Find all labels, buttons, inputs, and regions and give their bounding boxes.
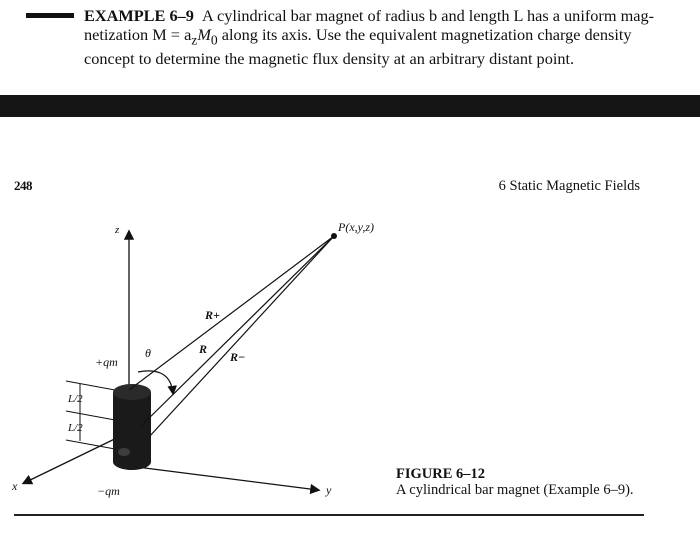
- example-line-1: A cylindrical bar magnet of radius b and…: [202, 6, 655, 25]
- example-label: EXAMPLE 6–9: [84, 6, 194, 25]
- point-p: [331, 233, 337, 239]
- caption-label: FIGURE 6–12: [396, 466, 486, 482]
- z-axis-label: z: [114, 224, 120, 236]
- bottom-rule: [14, 514, 644, 516]
- minus-charge-label: −qm: [97, 484, 120, 498]
- example-line-3: concept to determine the magnetic flux d…: [84, 49, 575, 69]
- example-line-2-end: along its axis. Use the equivalent magne…: [217, 25, 632, 44]
- y-axis: [128, 465, 321, 495]
- example-marker-rule: [26, 13, 74, 18]
- r-minus-line: [148, 235, 335, 438]
- dim-line-mid: [65, 410, 116, 421]
- dim-line-bottom: [65, 439, 116, 450]
- bar-magnet-figure: P(x,y,z) z x y R+ R R− θ +qm −qm L/2 L/2: [11, 220, 374, 498]
- figure-caption: FIGURE 6–12 A cylindrical bar magnet (Ex…: [396, 466, 634, 498]
- caption-text: A cylindrical bar magnet (Example 6–9).: [396, 482, 634, 498]
- example-line-2: netization M = a: [84, 25, 192, 44]
- dim-line-top: [65, 380, 116, 391]
- theta-label: θ: [145, 346, 151, 360]
- half-length-top-label: L/2: [67, 393, 83, 405]
- running-head: 6 Static Magnetic Fields: [498, 178, 640, 194]
- subscript-z: z: [191, 32, 198, 48]
- theta-arc: [137, 370, 177, 396]
- point-p-label: P(x,y,z): [337, 220, 374, 234]
- half-length-bottom-label: L/2: [67, 422, 83, 434]
- r-label: R: [198, 342, 207, 356]
- magnetization-symbol: M: [197, 25, 211, 44]
- page-number: 248: [14, 178, 33, 193]
- plus-charge-label: +qm: [95, 355, 118, 369]
- x-axis: [21, 431, 130, 485]
- r-plus-label: R+: [204, 308, 220, 322]
- r-minus-label: R−: [229, 350, 245, 364]
- subscript-0: 0: [210, 32, 218, 48]
- x-axis-label: x: [11, 479, 18, 493]
- bar-magnet: [113, 384, 151, 470]
- y-axis-label: y: [325, 483, 332, 497]
- r-line: [139, 235, 335, 428]
- r-plus-line: [128, 235, 335, 391]
- example-statement: EXAMPLE 6–9 A cylindrical bar magnet of …: [84, 6, 684, 68]
- page-break-band: [0, 95, 700, 117]
